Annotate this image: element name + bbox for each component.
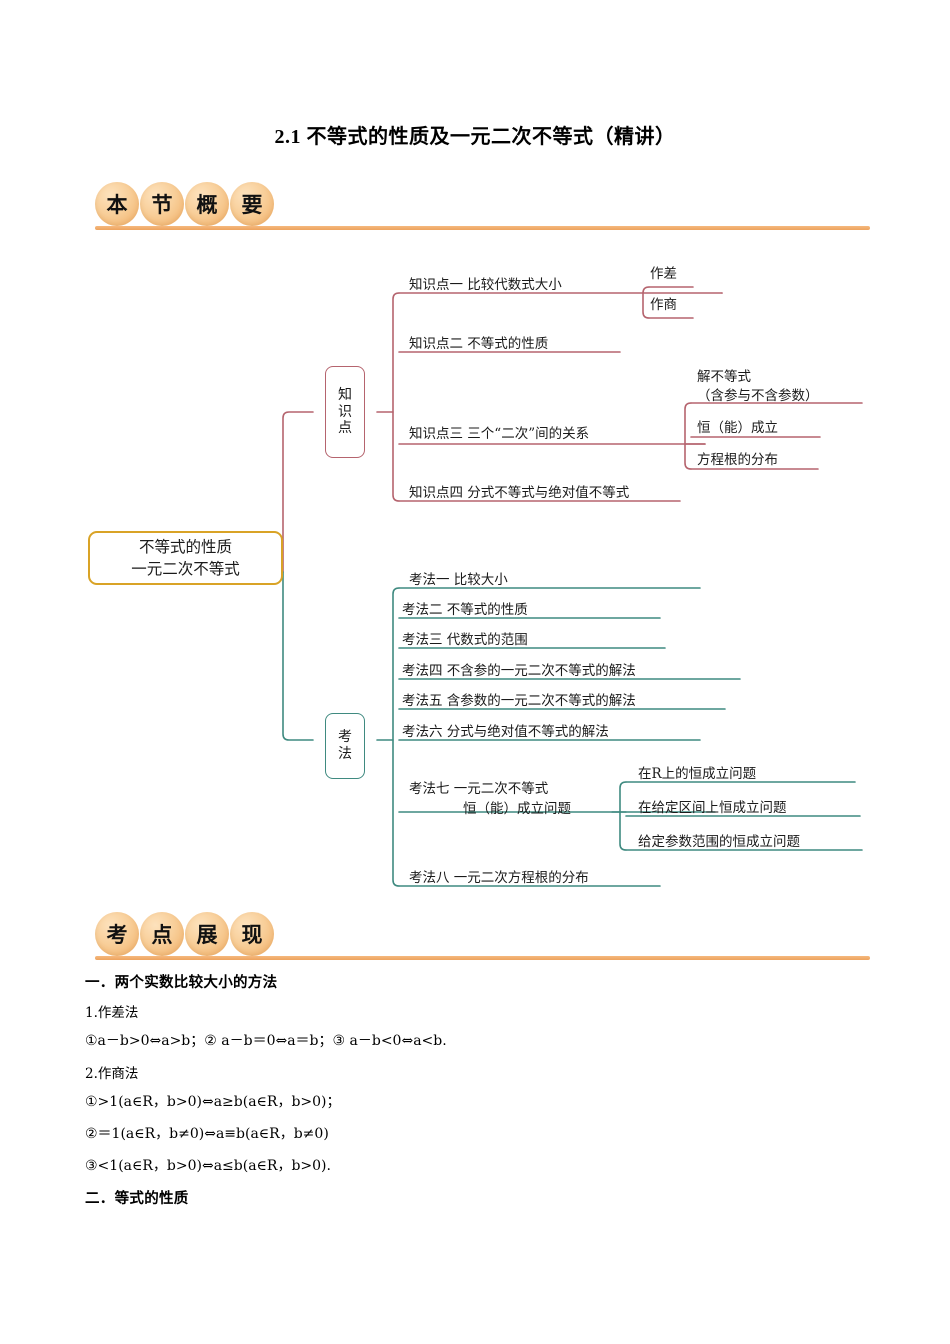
method-item-2[interactable]: 考法二 不等式的性质 (402, 602, 528, 618)
badge-char: 展 (185, 912, 229, 956)
branch-char: 知 (338, 387, 352, 404)
section-header-key-points: 考 点 展 现 (95, 912, 274, 964)
section-header-overview: 本 节 概 要 (95, 182, 274, 234)
mindmap-branch-method[interactable]: 考 法 (325, 713, 365, 779)
content-heading-1: 一．两个实数比较大小的方法 (85, 975, 278, 991)
badge-char: 现 (230, 912, 274, 956)
branch-char: 点 (338, 420, 352, 437)
key-points-badge-group: 考 点 展 现 (95, 912, 274, 956)
method-item-3[interactable]: 考法三 代数式的范围 (402, 632, 528, 648)
method-7-child-1[interactable]: 在R上的恒成立问题 (638, 766, 757, 782)
knowledge-item-1[interactable]: 知识点一 比较代数式大小 (409, 277, 562, 293)
knowledge-item-3[interactable]: 知识点三 三个“二次”间的关系 (409, 426, 590, 442)
knowledge-1-child-2[interactable]: 作商 (650, 297, 677, 313)
content-body: 一．两个实数比较大小的方法 1.作差法 ①a－b>0⇔a>b；② a－b＝0⇔a… (85, 971, 875, 1217)
knowledge-item-4[interactable]: 知识点四 分式不等式与绝对值不等式 (409, 485, 630, 501)
root-line-1: 不等式的性质 (138, 537, 232, 556)
knowledge-3-child-1-cont[interactable]: （含参与不含参数） (697, 388, 819, 404)
method-item-4[interactable]: 考法四 不含参的一元二次不等式的解法 (402, 663, 636, 679)
branch-char: 法 (338, 746, 352, 762)
knowledge-item-2[interactable]: 知识点二 不等式的性质 (409, 336, 549, 352)
badge-char: 考 (95, 912, 139, 956)
content-line-3: ②＝1(a∈R，b≠0)⇔a≡b(a∈R，b≠0) (85, 1126, 329, 1142)
content-sub-2: 2.作商法 (85, 1066, 139, 1082)
page-title: 2.1 不等式的性质及一元二次不等式（精讲） (274, 126, 676, 148)
section-divider-key-points (95, 956, 870, 960)
knowledge-3-child-1[interactable]: 解不等式 (697, 369, 751, 385)
method-7-child-3[interactable]: 给定参数范围的恒成立问题 (638, 834, 800, 850)
mindmap-root-node[interactable]: 不等式的性质 一元二次不等式 (88, 531, 283, 585)
method-item-7-line-2[interactable]: 恒（能）成立问题 (463, 801, 571, 817)
branch-char: 识 (338, 403, 352, 420)
knowledge-1-child-1[interactable]: 作差 (650, 266, 677, 282)
badge-char: 要 (230, 182, 274, 226)
method-item-8[interactable]: 考法八 一元二次方程根的分布 (409, 870, 589, 886)
content-line-2: ①>1(a∈R，b>0)⇔a≥b(a∈R，b>0)； (85, 1094, 341, 1110)
knowledge-3-child-2[interactable]: 恒（能）成立 (697, 420, 778, 436)
badge-char: 概 (185, 182, 229, 226)
badge-char: 点 (140, 912, 184, 956)
branch-char: 考 (338, 729, 352, 746)
mindmap-branch-knowledge[interactable]: 知 识 点 (325, 366, 365, 458)
method-7-child-2[interactable]: 在给定区间上恒成立问题 (638, 800, 787, 816)
content-line-4: ③<1(a∈R，b>0)⇔a≤b(a∈R，b>0). (85, 1158, 331, 1174)
method-item-6[interactable]: 考法六 分式与绝对值不等式的解法 (402, 724, 609, 740)
content-heading-2: 二．等式的性质 (85, 1191, 189, 1207)
knowledge-3-child-3[interactable]: 方程根的分布 (697, 452, 778, 468)
method-item-5[interactable]: 考法五 含参数的一元二次不等式的解法 (402, 693, 636, 709)
method-item-7-line-1[interactable]: 考法七 一元二次不等式 (409, 781, 549, 797)
content-sub-1: 1.作差法 (85, 1005, 139, 1021)
content-line-1: ①a－b>0⇔a>b；② a－b＝0⇔a＝b；③ a－b<0⇔a<b. (85, 1033, 447, 1049)
overview-badge-group: 本 节 概 要 (95, 182, 274, 226)
badge-char: 节 (140, 182, 184, 226)
section-divider-overview (95, 226, 870, 230)
root-line-2: 一元二次不等式 (131, 560, 240, 578)
method-item-1[interactable]: 考法一 比较大小 (409, 572, 508, 588)
badge-char: 本 (95, 182, 139, 226)
